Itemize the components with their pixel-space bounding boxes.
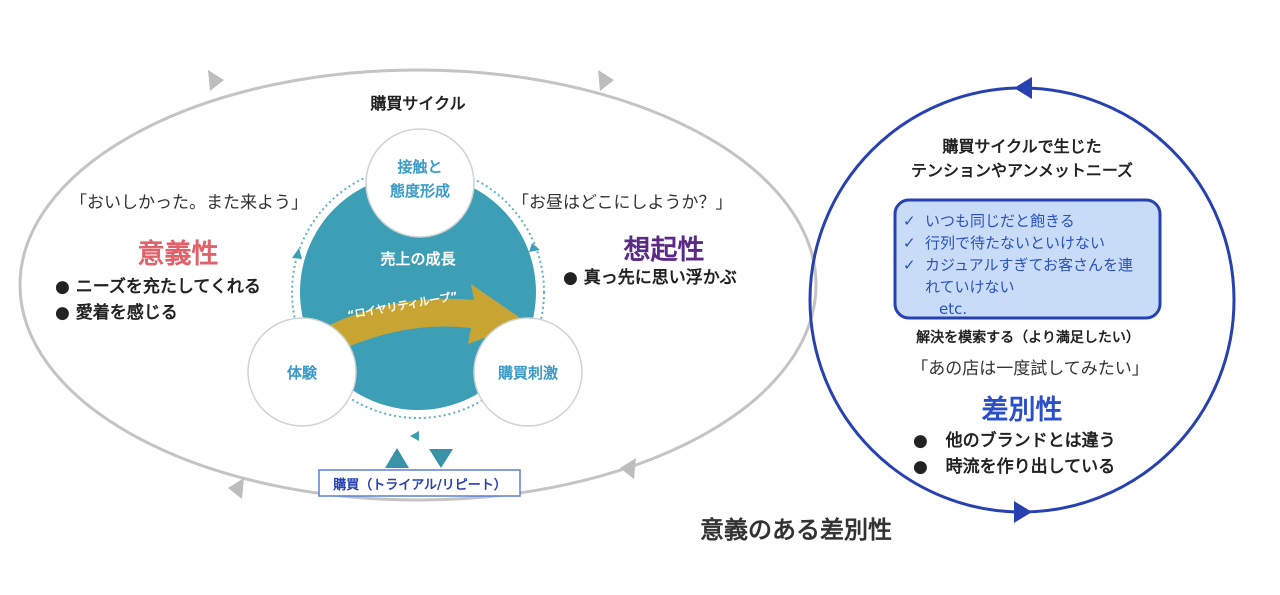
meaning-bullet-1: ● ニーズを充たしてくれる [55, 277, 261, 297]
problem-item-3-continuation: れていけない [925, 278, 1015, 296]
node-experience-label: 体験 [286, 364, 318, 382]
diff-bullet-2: ● 時流を作り出している [913, 457, 1116, 477]
meaning-bullet-2-text: 愛着を感じる [75, 303, 178, 323]
recall-title: 想起性 [623, 235, 705, 266]
tension-title-line2: テンションやアンメットニーズ [910, 161, 1134, 180]
loyalty-loop-arrow [316, 284, 526, 356]
meaning-title: 意義性 [137, 239, 219, 270]
node-stimulus-label: 購買刺激 [497, 364, 559, 382]
purchase-label-box [318, 469, 521, 497]
tension-title-line1: 購買サイクルで生じた [942, 137, 1102, 156]
diff-bullet-2-text: 時流を作り出している [945, 457, 1116, 477]
problems-box [893, 198, 1162, 320]
sales-growth-circle [300, 174, 536, 410]
purchase-label: 購買（トライアル/リピート） [333, 478, 507, 493]
diff-bullet-1: ● 他のブランドとは違う [913, 431, 1116, 451]
node-stimulus [473, 317, 583, 427]
purchase-down-arrow [429, 449, 453, 468]
check-icon: ✓ [903, 212, 916, 230]
node-contact-line2: 態度形成 [389, 182, 451, 200]
node-contact-label: 接触と 態度形成 [390, 155, 450, 203]
problem-etc: etc. [939, 300, 968, 318]
loop-arrow-bottom-left [228, 478, 244, 499]
purchase-cycle-loop [18, 68, 818, 502]
differentiation-title: 差別性 [981, 395, 1063, 426]
purchase-up-arrow [385, 448, 409, 468]
problems-list: ✓ いつも同じだと飽きる ✓ 行列で待たないといけない ✓ カジュアルすぎてお客さんを… [903, 210, 1133, 320]
tension-title: 購買サイクルで生じた テンションやアンメットニーズ [911, 135, 1133, 183]
tension-arrow-top [1014, 77, 1032, 99]
check-icon: ✓ [903, 234, 916, 252]
solve-label: 解決を模索する（より満足したい） [916, 330, 1140, 346]
loop-arrow-top-left [208, 70, 224, 91]
purchase-cycle-title: 購買サイクル [370, 94, 466, 113]
recall-bullet-1-text: 真っ先に思い浮かぶ [583, 268, 737, 288]
quote-trial: 「あの店は一度試してみたい」 [911, 359, 1149, 379]
quote-recall: 「お昼はどこにしようか？」 [512, 193, 733, 213]
ring-arrow-bottom [410, 431, 419, 441]
inner-dotted-ring [291, 165, 545, 419]
meaning-bullet-1-text: ニーズを充たしてくれる [75, 277, 261, 297]
tension-arrow-bottom [1014, 501, 1032, 523]
sales-growth-label: 売上の成長 [380, 250, 456, 268]
problem-item-1: ✓ いつも同じだと飽きる [903, 210, 1133, 232]
problem-item-3: ✓ カジュアルすぎてお客さんを連 [903, 254, 1133, 276]
loop-arrow-bottom-right [620, 458, 636, 479]
node-contact-line1: 接触と [397, 158, 443, 176]
problem-item-1-text: いつも同じだと飽きる [925, 212, 1075, 230]
recall-bullet-1: ● 真っ先に思い浮かぶ [563, 268, 737, 288]
check-icon: ✓ [903, 256, 916, 274]
quote-experience: 「おいしかった。また来よう」 [70, 193, 308, 213]
ring-arrow-right [529, 243, 540, 252]
node-experience [247, 317, 357, 427]
problem-item-3-text: カジュアルすぎてお客さんを連 [925, 256, 1134, 274]
bottom-title: 意義のある差別性 [700, 516, 892, 544]
loop-arrow-top-right [598, 70, 614, 91]
problem-item-2-text: 行列で待たないといけない [925, 234, 1106, 252]
meaning-bullet-2: ● 愛着を感じる [55, 303, 178, 323]
node-contact [365, 128, 475, 238]
problem-item-2: ✓ 行列で待たないといけない [903, 232, 1133, 254]
ring-arrow-left [292, 248, 302, 259]
diff-bullet-1-text: 他のブランドとは違う [945, 431, 1116, 451]
